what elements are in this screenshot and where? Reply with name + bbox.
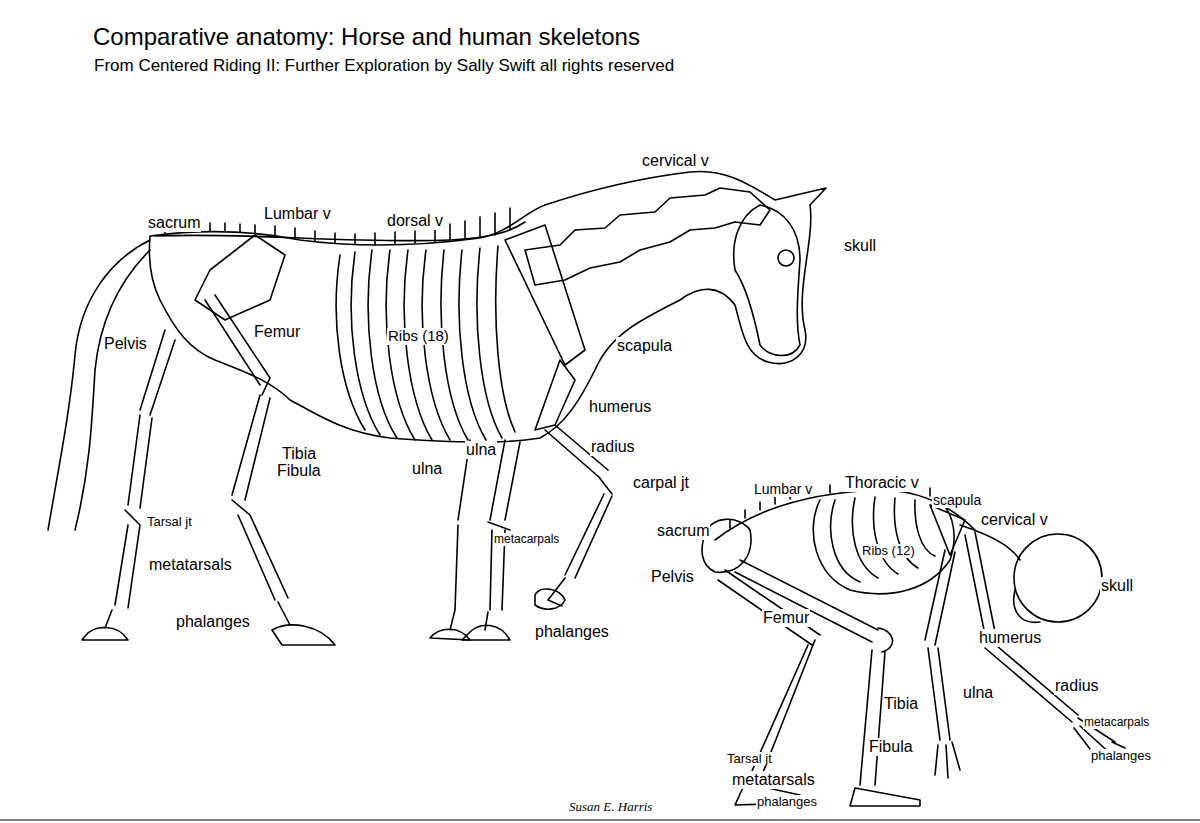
part-label: Pelvis [650, 568, 695, 586]
part-label: humerus [588, 398, 652, 416]
part-label: phalanges [534, 623, 610, 641]
part-label: dorsal v [386, 212, 444, 230]
part-label: phalanges [756, 795, 818, 809]
part-label: ulna [411, 460, 443, 478]
horse-tail [48, 240, 150, 530]
horse-pelvis [195, 235, 285, 320]
part-label: carpal jt [632, 474, 690, 492]
part-label: cervical v [641, 152, 710, 170]
part-label: Tarsal jt [146, 515, 193, 529]
part-label: radius [590, 438, 636, 456]
part-label: Lumbar v [263, 205, 332, 223]
part-label: Ribs (12) [861, 544, 916, 558]
part-label: phalanges [175, 613, 251, 631]
part-label: Ribs (18) [387, 328, 450, 345]
horse-hindleg [205, 295, 335, 645]
part-label: humerus [978, 629, 1042, 647]
part-label: Pelvis [103, 335, 148, 353]
diagram-title: Comparative anatomy: Horse and human ske… [93, 24, 640, 50]
part-label: sacrum [147, 214, 201, 232]
part-label: phalanges [1090, 749, 1152, 763]
part-label: Lumbar v [753, 482, 813, 497]
horse-ribs [336, 246, 515, 440]
part-label: metacarpals [493, 533, 560, 546]
part-label: ulna [465, 441, 497, 459]
part-label: Tibia [281, 445, 317, 463]
part-label: Tarsal jt [726, 752, 773, 766]
part-label: metatarsals [731, 771, 816, 789]
part-label: skull [1100, 577, 1134, 595]
horse-outline [149, 171, 826, 442]
human-scapula [930, 505, 965, 555]
horse-skull [734, 205, 800, 356]
part-label: Tibia [883, 695, 919, 713]
part-label: metacarpals [1083, 716, 1150, 729]
part-label: Femur [253, 323, 301, 341]
signature: Susan E. Harris [568, 800, 653, 814]
part-label: Thoracic v [844, 474, 920, 492]
horse-neck [525, 188, 770, 285]
horse-scapula [505, 225, 585, 365]
subtitle: From Centered Riding II: Further Explora… [93, 57, 675, 76]
part-label: metatarsals [148, 556, 233, 574]
part-label: Femur [762, 609, 810, 627]
part-label: scapula [616, 337, 673, 355]
part-label: ulna [962, 684, 994, 702]
part-label: cervical v [980, 511, 1049, 529]
part-label: sacrum [656, 522, 710, 540]
human-skull [1014, 534, 1102, 622]
part-label: skull [843, 237, 877, 255]
part-label: Fibula [868, 738, 914, 756]
human-leg [735, 560, 920, 806]
part-label: radius [1054, 677, 1100, 695]
part-label: Fibula [276, 462, 322, 480]
part-label: scapula [932, 493, 982, 508]
